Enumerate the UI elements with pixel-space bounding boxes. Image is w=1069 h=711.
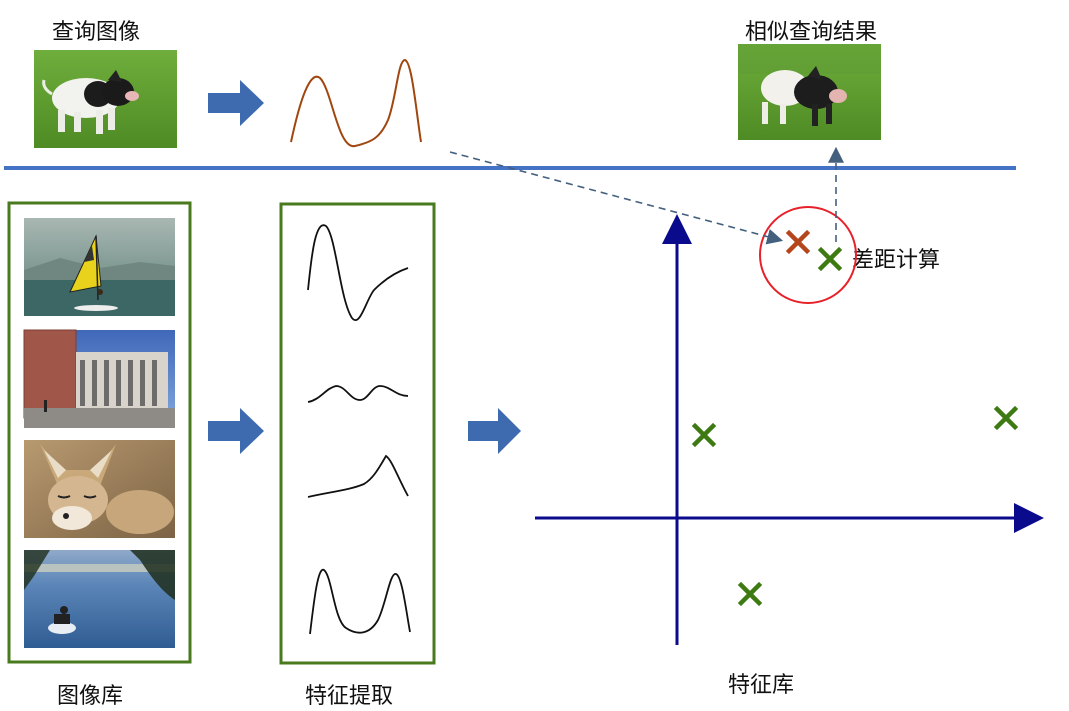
feature-library-label: 特征库 [728, 673, 795, 698]
feature-extraction-frame [279, 202, 436, 665]
query-image-label: 查询图像 [52, 20, 141, 45]
library-image-windsurfer [24, 218, 175, 316]
query-feature-curve [290, 58, 422, 148]
block-arrow-features [468, 408, 521, 454]
library-image-jetski [24, 550, 175, 648]
library-image-building [23, 329, 175, 428]
feature-curve-3 [307, 454, 409, 498]
block-arrow-library [208, 408, 264, 454]
feature-curve-2 [307, 385, 409, 403]
library-feature-marker [737, 581, 763, 607]
result-image-thumbnail [738, 44, 881, 140]
library-feature-marker [993, 405, 1019, 431]
library-feature-marker [691, 422, 717, 448]
distance-calc-label: 差距计算 [852, 248, 941, 273]
query-feature-marker [785, 229, 811, 255]
query-to-feature-dashed-arrow [449, 151, 784, 245]
feature-curve-1 [307, 224, 409, 321]
query-image-thumbnail [34, 50, 177, 148]
distance-circle [759, 206, 857, 304]
image-library-label: 图像库 [57, 684, 124, 709]
library-image-fox [24, 440, 175, 538]
matched-feature-marker [817, 246, 843, 272]
feature-extraction-label: 特征提取 [305, 684, 394, 709]
similar-results-label: 相似查询结果 [745, 20, 878, 45]
feature-curve-4 [309, 569, 411, 635]
block-arrow-query [208, 80, 264, 126]
image-library-frame [7, 201, 192, 664]
